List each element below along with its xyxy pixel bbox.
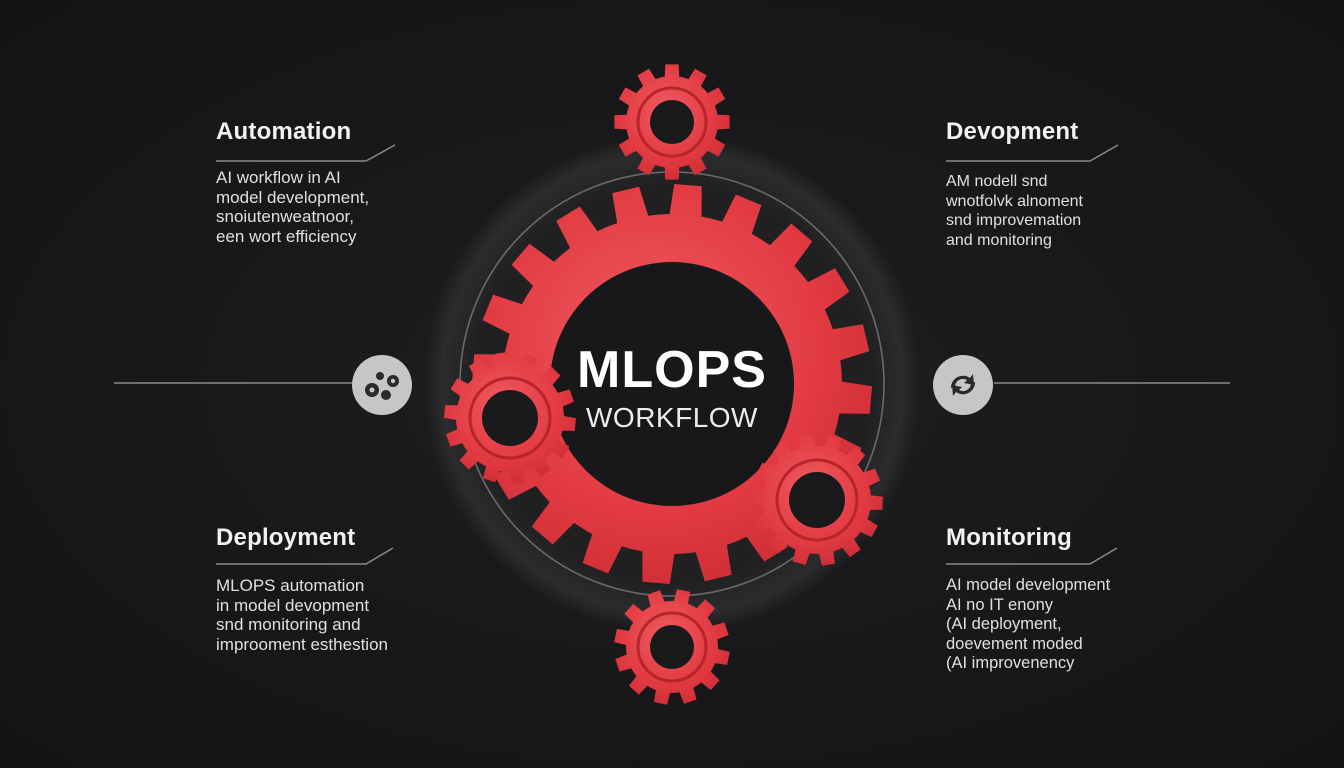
gear-top-inner-ring [636,86,708,158]
devopment-description: AM nodell snd wnotfolvk alnoment snd imp… [946,172,1083,250]
description-line: model development, [216,187,370,207]
deployment-underline [216,547,394,565]
devopment-underline [946,144,1119,162]
description-line: snd improvemation [946,212,1082,229]
description-line: wnotfolvk alnoment [946,192,1083,210]
right-gear-icon [751,434,883,566]
gear-bottom-inner-ring [636,611,708,683]
description-line: snoiutenweatnoor, [216,207,354,226]
automation-heading: Automation [216,118,352,145]
description-line: doevement moded [946,634,1083,653]
automation-block: Automation AI workflow in AI model devel… [216,118,369,246]
gear-left-hole [482,390,538,446]
devopment-block: Devopment AM nodell snd wnotfolvk alnome… [946,118,1083,250]
monitoring-block: Monitoring AI model development AI no IT… [946,524,1110,674]
description-line: (AI improvenency [946,654,1075,672]
left-gear-icon [444,352,576,484]
monitoring-heading: Monitoring [946,524,1072,551]
gear-top-hole [650,100,694,144]
devopment-heading: Devopment [946,118,1079,145]
description-line: AM nodell snd [946,173,1048,190]
gear-left-inner-ring [468,376,552,460]
description-line: in model devopment [216,595,370,615]
description-line: improoment esthestion [216,634,388,654]
description-line: AI no IT enony [946,595,1054,614]
deployment-heading: Deployment [216,524,356,551]
top-gear-icon [614,64,730,180]
big-gear-hole [550,262,794,506]
monitoring-underline [946,547,1118,565]
monitoring-description: AI model development AI no IT enony (AI … [946,576,1110,674]
deployment-block: Deployment MLOPS automation in model dev… [216,524,388,654]
description-line: and monitoring [946,231,1052,249]
description-line: AI model development [946,576,1111,594]
automation-description: AI workflow in AI model development, sno… [216,168,369,246]
gears-icon [352,355,412,415]
gear-bottom-hole [650,625,694,669]
gear-right-inner-ring [775,458,859,542]
deployment-description: MLOPS automation in model devopment snd … [216,576,388,654]
description-line: MLOPS automation [216,576,365,595]
description-line: (AI deployment, [946,615,1062,633]
bottom-gear-icon [614,589,730,705]
center-title: MLOPS [577,341,767,399]
description-line: snd monitoring and [216,615,361,634]
automation-underline [216,144,396,162]
description-line: een wort efficiency [216,226,357,246]
gear-right-hole [789,472,845,528]
description-line: AI workflow in AI [216,168,341,187]
recycle-icon [933,355,993,415]
center-subtitle: WORKFLOW [586,402,758,433]
